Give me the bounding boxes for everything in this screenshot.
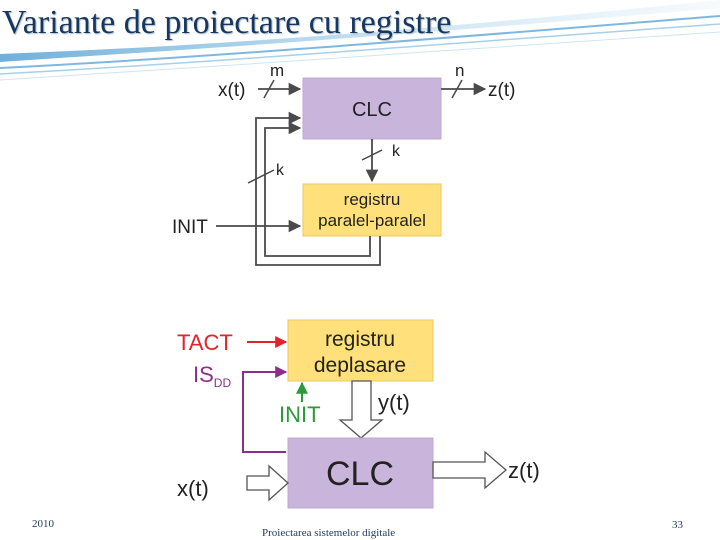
- bus-width-mark-m: [263, 79, 275, 99]
- serial-input-label: ISDD: [193, 362, 231, 390]
- serial-input-subscript: DD: [214, 376, 232, 390]
- clc-block-bottom: [287, 437, 434, 509]
- serial-input-main: IS: [193, 362, 214, 387]
- input-wide-arrow: [246, 464, 289, 502]
- bus-width-mark-k-register: [361, 149, 383, 161]
- shift-register-line2: deplasare: [314, 354, 406, 377]
- serial-input-feedback-arrow: [242, 366, 288, 453]
- feedback-line-outer: [255, 111, 381, 266]
- bus-width-mark-n: [451, 79, 463, 99]
- shift-register-block: [287, 319, 434, 382]
- footer-course-title: Proiectarea sistemelor digitale: [262, 527, 396, 539]
- footer-date: 2010: [32, 518, 54, 530]
- input-width-label-m: m: [270, 61, 284, 80]
- state-label-y: y(t): [378, 390, 410, 415]
- input-label-x: x(t): [218, 80, 245, 101]
- clc-label-top: CLC: [352, 99, 392, 121]
- state-wide-arrow: [338, 380, 384, 439]
- clc-label-bottom: CLC: [326, 455, 394, 493]
- init-label-top: INIT: [172, 217, 208, 238]
- bottom-diagram: registru deplasare TACT ISDD INIT y(t) C…: [177, 319, 540, 509]
- output-width-label-n: n: [455, 61, 464, 80]
- top-diagram: x(t) m CLC z(t) n k registru paralel-par…: [172, 61, 515, 266]
- output-wide-arrow: [432, 450, 507, 490]
- feedback-line-inner: [264, 121, 371, 257]
- register-pp-line2: paralel-paralel: [318, 211, 426, 230]
- register-pp-block: [302, 183, 442, 237]
- state-width-label-k-feedback: k: [276, 162, 285, 179]
- state-width-label-k-register: k: [392, 143, 401, 160]
- slide-title: Variante de proiectare cu registre: [2, 4, 452, 41]
- register-pp-line1: registru: [344, 190, 401, 209]
- bus-width-mark-k-feedback: [247, 169, 275, 184]
- output-label-z-bottom: z(t): [508, 458, 540, 483]
- init-label-bottom: INIT: [279, 402, 321, 427]
- page-number: 33: [672, 519, 683, 531]
- output-label-z: z(t): [488, 80, 515, 101]
- shift-register-line1: registru: [325, 328, 395, 351]
- clock-label: TACT: [177, 330, 233, 355]
- input-label-x-bottom: x(t): [177, 476, 209, 501]
- header-swoosh-decoration: [0, 0, 720, 81]
